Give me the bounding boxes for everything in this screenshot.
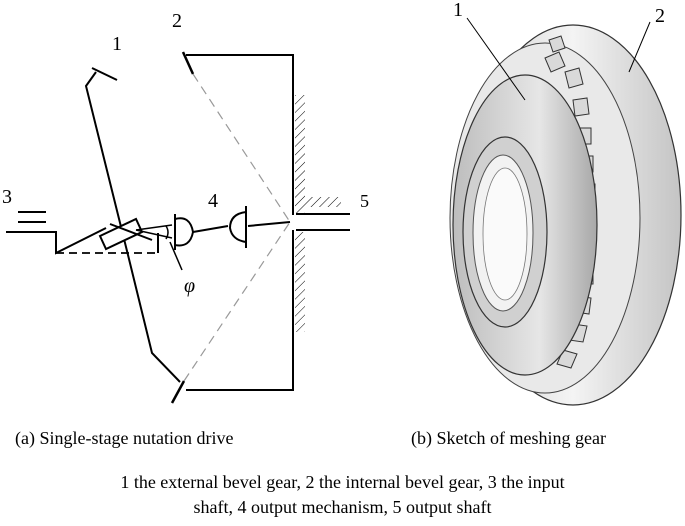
schematic-svg: 1 2 3 4 5 φ — [2, 10, 369, 404]
meshing-gear-sketch: 1 2 — [395, 0, 685, 415]
label-output-mechanism: 4 — [208, 190, 218, 212]
output-mechanism — [174, 206, 291, 250]
internal-bevel-gear — [170, 51, 195, 404]
nutation-drive-schematic: 1 2 3 4 5 φ — [0, 0, 395, 415]
legend-line-1: 1 the external bevel gear, 2 the interna… — [120, 472, 565, 492]
legend-line-2: shaft, 4 output mechanism, 5 output shaf… — [193, 497, 492, 517]
external-gear-bore-inner — [482, 167, 528, 301]
label-internal-gear-b: 2 — [655, 5, 665, 27]
caption-b: (b) Sketch of meshing gear — [411, 428, 606, 448]
input-shaft — [6, 211, 107, 255]
housing-frame — [186, 54, 294, 391]
legend: 1 the external bevel gear, 2 the interna… — [0, 470, 685, 520]
label-angle-phi: φ — [184, 275, 195, 297]
caption-a: (a) Single-stage nutation drive — [15, 428, 234, 448]
angle-marker — [135, 224, 183, 271]
housing-hatch-upper — [295, 95, 305, 213]
gear-sketch-svg: 1 2 — [449, 0, 682, 406]
shaft-hatch-top — [305, 197, 341, 207]
label-external-gear-b: 1 — [453, 0, 463, 21]
label-internal-gear: 2 — [172, 10, 182, 32]
label-output-shaft: 5 — [360, 191, 369, 211]
output-shaft — [296, 213, 350, 231]
housing-hatch-lower — [295, 232, 305, 332]
label-input-shaft: 3 — [2, 186, 12, 208]
label-external-gear: 1 — [112, 33, 122, 55]
leader-lines — [466, 17, 651, 101]
pitch-cone-lines — [183, 73, 291, 382]
external-bevel-gear — [84, 67, 181, 383]
